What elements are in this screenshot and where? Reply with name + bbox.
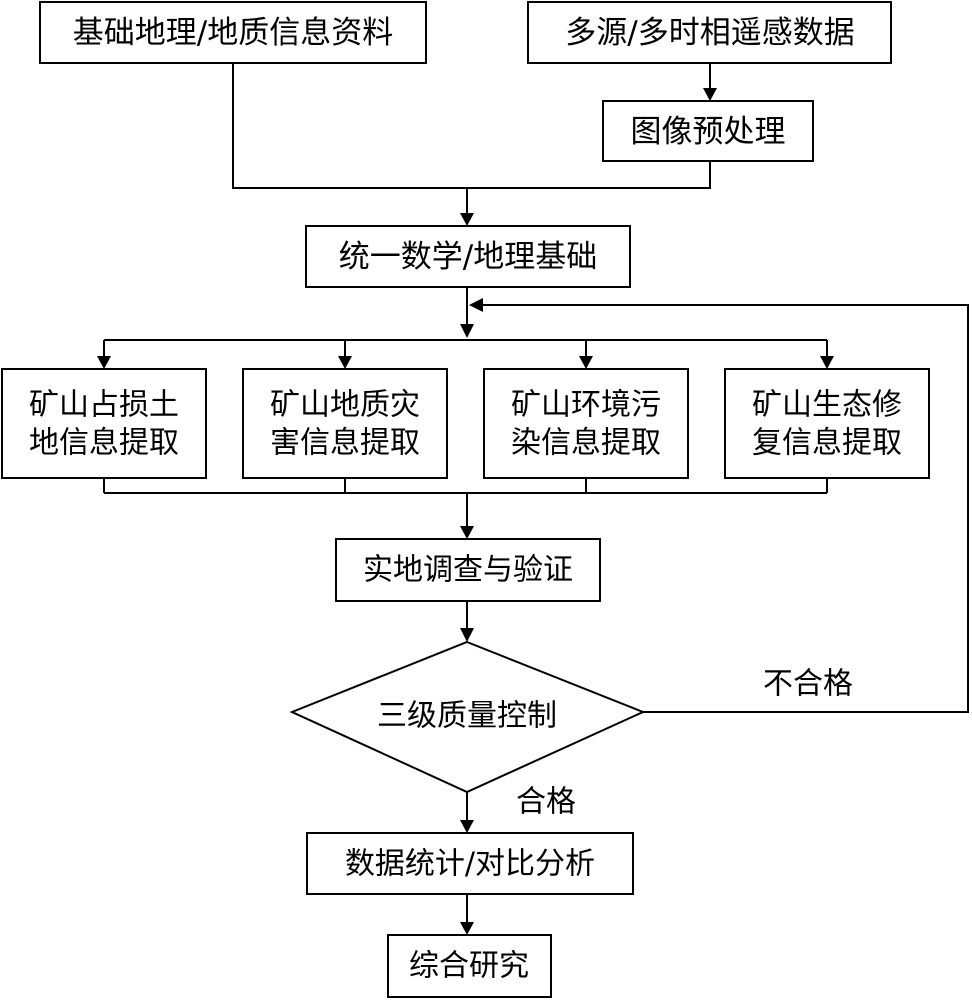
arrowhead-branch [460, 324, 474, 338]
arrowhead-land [97, 356, 111, 369]
node-field-survey: 实地调查与验证 [335, 538, 601, 602]
node-basic-info: 基础地理/地质信息资料 [39, 1, 427, 64]
node-preprocess: 图像预处理 [602, 100, 814, 162]
node-rs-data-label: 多源/多时相遥感数据 [565, 15, 854, 51]
node-extract-restore-line2: 复信息提取 [752, 426, 902, 461]
node-field-survey-label: 实地调查与验证 [363, 553, 573, 588]
node-research-label: 综合研究 [409, 949, 529, 984]
arrowhead-qc [460, 628, 474, 642]
node-extract-hazard-line1: 矿山地质灾 [270, 388, 420, 423]
arrowhead-pollution [579, 356, 593, 369]
node-quality-control-label: 三级质量控制 [377, 699, 557, 734]
node-statistics-label: 数据统计/对比分析 [345, 847, 595, 882]
connector-qc-fail-loop [482, 304, 969, 713]
arrowhead-loop [469, 298, 483, 312]
edge-label-fail: 不合格 [763, 667, 853, 702]
node-extract-restore: 矿山生态修 复信息提取 [724, 368, 930, 479]
node-unified-base: 统一数学/地理基础 [305, 225, 631, 288]
node-unified-base-label: 统一数学/地理基础 [339, 239, 597, 275]
node-extract-land-line1: 矿山占损土 [29, 388, 179, 423]
node-basic-info-label: 基础地理/地质信息资料 [73, 15, 393, 51]
node-research: 综合研究 [387, 934, 552, 998]
node-extract-pollution-line2: 染信息提取 [511, 426, 661, 461]
node-rs-data: 多源/多时相遥感数据 [527, 1, 892, 64]
arrowhead-restore [820, 356, 834, 369]
connector-basic-info-to-merge [232, 63, 467, 189]
node-extract-pollution-line1: 矿山环境污 [511, 388, 661, 423]
arrowhead-survey [460, 526, 474, 539]
node-extract-land: 矿山占损土 地信息提取 [1, 368, 207, 479]
connector-preprocess-to-merge [467, 161, 711, 189]
node-extract-restore-line1: 矿山生态修 [752, 388, 902, 423]
arrowhead-statistics [460, 820, 474, 833]
arrowhead-preprocess [703, 88, 717, 101]
edge-label-pass: 合格 [516, 785, 576, 820]
arrowhead-unified-base [460, 213, 474, 226]
node-extract-pollution: 矿山环境污 染信息提取 [483, 368, 689, 479]
node-extract-hazard-line2: 害信息提取 [270, 426, 420, 461]
node-preprocess-label: 图像预处理 [631, 114, 786, 150]
arrowhead-hazard [338, 356, 352, 369]
node-quality-control: 三级质量控制 [289, 640, 646, 794]
arrowhead-research [460, 922, 474, 935]
node-statistics: 数据统计/对比分析 [306, 832, 634, 895]
node-extract-hazard: 矿山地质灾 害信息提取 [242, 368, 448, 479]
node-extract-land-line2: 地信息提取 [29, 426, 179, 461]
